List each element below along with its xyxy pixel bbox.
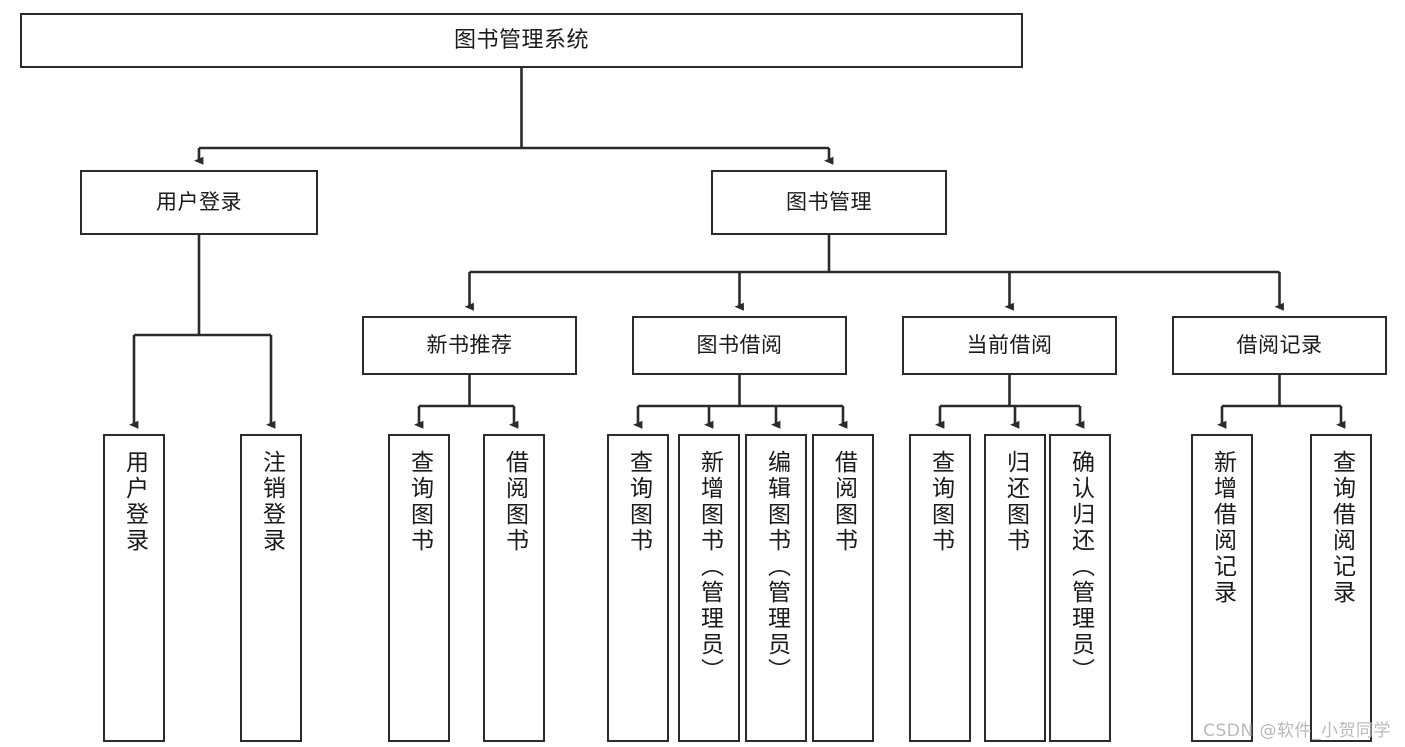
node-label-root: 图书管理系统 [453,27,589,53]
node-label-leaf-edit-book: 编辑图书（管理员） [763,450,790,684]
node-label-leaf-logout: 注销登录 [258,450,285,554]
node-user-login[interactable]: 用户登录 [80,170,318,235]
node-leaf-confirm[interactable]: 确认归还（管理员） [1049,434,1111,742]
node-label-leaf-add-rec: 新增借阅记录 [1209,450,1236,606]
node-leaf-edit-book[interactable]: 编辑图书（管理员） [745,434,807,742]
node-label-leaf-login: 用户登录 [121,450,148,554]
node-leaf-return[interactable]: 归还图书 [984,434,1046,742]
node-label-leaf-borrow-1: 借阅图书 [501,450,528,554]
node-book-borrow[interactable]: 图书借阅 [632,316,847,375]
node-leaf-query-rec[interactable]: 查询借阅记录 [1310,434,1372,742]
node-leaf-logout[interactable]: 注销登录 [240,434,302,742]
node-label-book-manage: 图书管理 [786,190,872,215]
csdn-watermark: CSDN @软件_小贺同学 [1203,721,1391,741]
node-current-loan[interactable]: 当前借阅 [902,316,1117,375]
node-root[interactable]: 图书管理系统 [20,13,1023,68]
node-loan-record[interactable]: 借阅记录 [1172,316,1387,375]
node-label-new-book-rec: 新书推荐 [426,333,513,358]
node-label-leaf-borrow-2: 借阅图书 [830,450,857,554]
node-leaf-login[interactable]: 用户登录 [103,434,165,742]
node-leaf-query-1[interactable]: 查询图书 [388,434,450,742]
node-label-current-loan: 当前借阅 [966,333,1053,358]
node-book-manage[interactable]: 图书管理 [711,170,947,235]
node-label-leaf-query-rec: 查询借阅记录 [1328,450,1355,606]
node-leaf-add-book[interactable]: 新增图书（管理员） [678,434,740,742]
node-label-leaf-add-book: 新增图书（管理员） [696,450,723,684]
node-label-book-borrow: 图书借阅 [696,333,783,358]
node-label-leaf-query-1: 查询图书 [406,450,433,554]
node-new-book-rec[interactable]: 新书推荐 [362,316,577,375]
node-label-user-login: 用户登录 [156,190,242,215]
node-leaf-query-2[interactable]: 查询图书 [607,434,669,742]
node-label-leaf-confirm: 确认归还（管理员） [1067,450,1094,684]
node-label-leaf-query-2: 查询图书 [625,450,652,554]
node-leaf-add-rec[interactable]: 新增借阅记录 [1191,434,1253,742]
node-leaf-borrow-1[interactable]: 借阅图书 [483,434,545,742]
node-label-loan-record: 借阅记录 [1236,333,1323,358]
node-label-leaf-return: 归还图书 [1002,450,1029,554]
node-leaf-borrow-2[interactable]: 借阅图书 [812,434,874,742]
node-label-leaf-query-3: 查询图书 [927,450,954,554]
node-leaf-query-3[interactable]: 查询图书 [909,434,971,742]
